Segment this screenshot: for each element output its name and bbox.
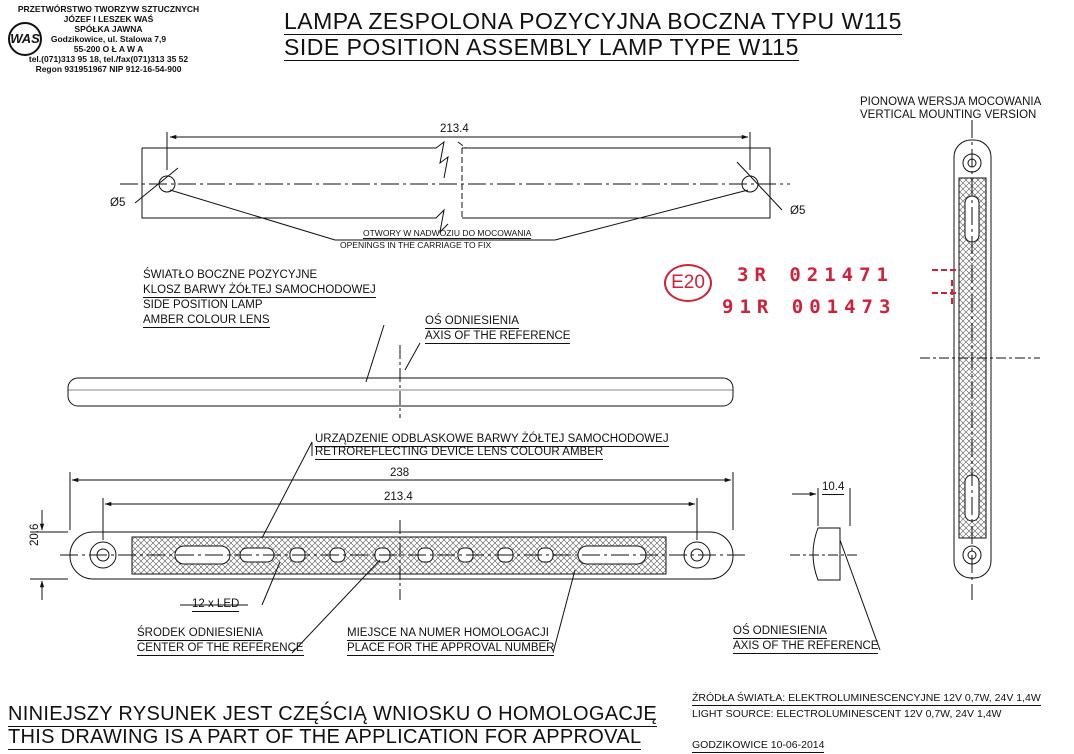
axis-ref-en: AXIS OF THE REFERENCE (425, 330, 571, 344)
holes-note-en: OPENINGS IN THE CARRIAGE TO FIX (340, 240, 492, 250)
hole-diameter-left: Ø5 (110, 197, 126, 209)
vertical-version-pl: PIONOWA WERSJA MOCOWANIA (860, 96, 1042, 108)
title-pl: LAMPA ZESPOLONA POZYCYJNA BOCZNA TYPU W1… (284, 8, 902, 35)
axis-ref2-pl: OŚ ODNIESIENIA (733, 625, 827, 639)
hole-diameter-right: Ø5 (790, 205, 806, 217)
side-profile-view (67, 324, 734, 418)
led-count: 12 x LED (192, 598, 240, 612)
dim-height: 20.6 (29, 523, 41, 546)
company-line: tel.(071)313 95 18, tel./fax(071)313 35 … (28, 54, 189, 64)
retro-pl: URZĄDZENIE ODBLASKOWE BARWY ŻÓŁTEJ SAMOC… (315, 433, 669, 447)
approval-line2: 91R 001473 (722, 296, 897, 318)
approval-line1: 3R 021471 (737, 264, 894, 286)
footer-en: THIS DRAWING IS A PART OF THE APPLICATIO… (8, 726, 642, 750)
depth-side-view (790, 488, 881, 651)
side-lamp-line1: ŚWIATŁO BOCZNE POZYCYJNE (143, 269, 318, 281)
footer-pl: NINIEJSZY RYSUNEK JEST CZĘŚCIĄ WNIOSKU O… (8, 703, 658, 727)
mounting-holes-view (120, 132, 790, 241)
company-line: Regon 931951967 NIP 912-16-54-900 (35, 64, 182, 74)
approval-place-en: PLACE FOR THE APPROVAL NUMBER (347, 642, 555, 656)
company-line: PRZETWÓRSTWO TWORZYW SZTUCZNYCH (17, 4, 200, 14)
company-line: 55-200 O Ł A W A (73, 44, 144, 54)
retro-en: RETROREFLECTING DEVICE LENS COLOUR AMBER (315, 446, 604, 460)
light-source-pl: ŹRÓDŁA ŚWIATŁA: ELEKTROLUMINESCENCYJNE 1… (692, 692, 1041, 706)
title-en: SIDE POSITION ASSEMBLY LAMP TYPE W115 (284, 34, 799, 61)
holes-note-pl: OTWORY W NADWOZIU DO MOCOWANIA (363, 228, 532, 239)
dim-depth: 10.4 (822, 481, 845, 495)
side-lamp-line2: KLOSZ BARWY ŻÓŁTEJ SAMOCHODOWEJ (143, 284, 376, 298)
side-lamp-line4: AMBER COLOUR LENS (143, 314, 270, 328)
company-line: JÓZEF I LESZEK WAŚ (63, 14, 154, 24)
vertical-version-en: VERTICAL MOUNTING VERSION (860, 109, 1037, 121)
company-line: SPÓŁKA JAWNA (74, 24, 143, 34)
axis-ref-pl: OŚ ODNIESIENIA (425, 315, 519, 329)
company-line: Godzikowice, ul. Stalowa 7,9 (50, 34, 167, 44)
dim-total-length: 238 (390, 467, 410, 479)
center-ref-pl: ŚRODEK ODNIESIENIA (137, 627, 263, 641)
approval-place-pl: MIEJSCE NA NUMER HOMOLOGACJI (347, 627, 549, 641)
vertical-mount-view (920, 120, 1040, 600)
holes-dimension: 213.4 (440, 123, 469, 135)
front-view (30, 441, 745, 654)
dim-hole-spacing: 213.4 (384, 491, 413, 503)
side-lamp-line3: SIDE POSITION LAMP (143, 299, 263, 311)
center-ref-en: CENTER OF THE REFERENCE (137, 642, 304, 656)
axis-ref2-en: AXIS OF THE REFERENCE (733, 640, 879, 654)
company-block: WAS PRZETWÓRSTWO TWORZYW SZTUCZNYCH JÓZE… (6, 4, 211, 74)
light-source-en: LIGHT SOURCE: ELECTROLUMINESCENT 12V 0,7… (692, 708, 1002, 720)
approval-mark: E20 (664, 264, 712, 302)
footer-date: GODZIKOWICE 10-06-2014 (692, 739, 825, 753)
company-logo: WAS (8, 22, 42, 56)
